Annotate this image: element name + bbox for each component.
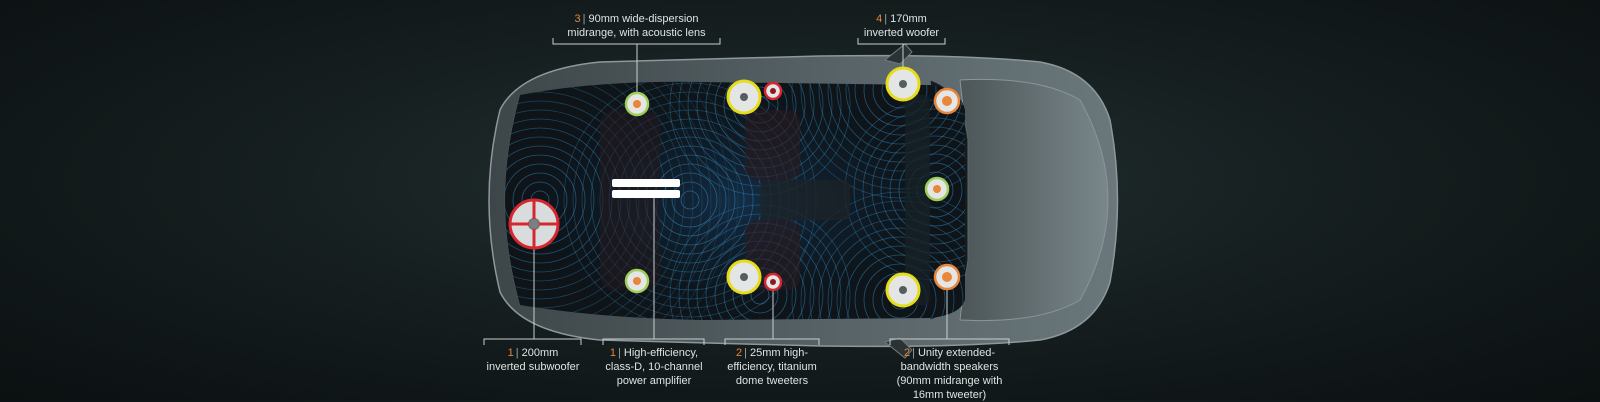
midrange-speaker	[924, 176, 950, 202]
sound-wave-ring	[505, 81, 694, 320]
callout-subwoofer: 1|200mm inverted subwoofer	[486, 347, 580, 373]
callout-extended: 2|Unity extended- bandwidth speakers (90…	[896, 347, 1003, 401]
sound-wave-ring	[505, 145, 595, 255]
callout-line: High-efficiency,	[623, 347, 699, 359]
callout-line: 200mm	[521, 347, 559, 359]
sound-wave-ring	[818, 218, 965, 320]
hood	[959, 78, 1109, 322]
callout-line: bandwidth speakers	[900, 361, 999, 373]
sound-wave-ring	[898, 153, 965, 227]
sound-wave-ring	[505, 81, 739, 320]
sound-wave-ring	[853, 108, 965, 272]
sound-wave-ring	[791, 81, 965, 199]
sound-wave-ring	[505, 81, 712, 320]
center-console	[760, 180, 850, 220]
sound-wave-ring	[872, 81, 928, 118]
sound-wave-ring	[836, 236, 964, 320]
sound-wave-ring	[862, 117, 965, 263]
sound-wave-ring	[671, 181, 709, 219]
sound-wave-ring	[505, 81, 676, 320]
sound-wave-ring	[863, 81, 937, 127]
callout-number: 4	[876, 13, 883, 25]
extended-speaker	[933, 263, 961, 291]
sound-wave-ring	[505, 81, 685, 320]
callout-line: 25mm high-	[749, 347, 809, 359]
sound-wave-ring	[845, 245, 955, 320]
callout-line: 170mm	[890, 13, 927, 25]
subwoofer-speaker	[508, 198, 560, 250]
tweeter-speaker	[763, 81, 783, 101]
sound-wave-ring	[880, 135, 965, 245]
sound-wave-ring	[791, 191, 965, 320]
sound-wave-ring	[505, 81, 667, 320]
woofer-speaker	[726, 79, 762, 115]
woofer-speaker	[885, 272, 921, 308]
sound-wave-ring	[505, 81, 721, 320]
callout-woofer: 4|170mm inverted woofer	[863, 13, 940, 39]
sound-wave-ring	[505, 81, 730, 320]
extended-speaker	[933, 87, 961, 115]
sound-wave-ring	[505, 81, 703, 320]
sound-wave-ring	[871, 126, 965, 254]
sound-wave-ring	[800, 81, 965, 190]
callout-number: 2	[903, 347, 911, 359]
callout-line: power amplifier	[616, 375, 692, 387]
sound-wave-ring	[854, 254, 946, 320]
callout-line: midrange, with acoustic lens	[567, 27, 706, 39]
callout-line: class-D, 10-channel	[605, 361, 703, 373]
callout-line: inverted subwoofer	[486, 361, 580, 373]
front-seat-left	[745, 110, 800, 180]
amplifier-icon	[612, 179, 680, 198]
callout-number: 3	[574, 13, 581, 25]
woofer-speaker	[885, 66, 921, 102]
callout-line: 16mm tweeter)	[912, 389, 987, 401]
callout-tweeters: 2|25mm high- efficiency, titanium dome t…	[727, 347, 817, 387]
sound-wave-ring	[827, 227, 965, 320]
callout-line: (90mm midrange with	[896, 375, 1003, 387]
callout-number: 2	[735, 347, 743, 359]
callout-line: efficiency, titanium	[727, 361, 817, 373]
sound-wave-ring	[680, 190, 700, 210]
callout-line: Unity extended-	[917, 347, 996, 359]
sound-wave-ring	[662, 172, 718, 228]
sound-wave-ring	[800, 200, 965, 320]
sound-wave-ring	[827, 81, 965, 163]
sound-wave-ring	[809, 81, 965, 181]
sound-wave-ring	[818, 81, 965, 172]
rear-seat	[600, 110, 660, 290]
callout-number: 1	[507, 347, 514, 359]
midrange-speaker	[624, 268, 650, 294]
left-mirror	[883, 43, 913, 65]
sound-wave-ring	[863, 263, 937, 320]
callout-number: 1	[609, 347, 617, 359]
tweeter-speaker	[763, 272, 783, 292]
sound-wave-ring	[889, 144, 965, 236]
callout-line: inverted woofer	[863, 27, 940, 39]
midrange-speaker	[624, 91, 650, 117]
callout-line: 90mm wide-dispersion	[588, 13, 699, 25]
woofer-speaker	[726, 259, 762, 295]
callout-line: dome tweeters	[735, 375, 809, 387]
callout-midrange: 3|90mm wide-dispersion midrange, with ac…	[567, 13, 706, 39]
dashboard	[905, 95, 930, 305]
callout-amplifier: 1|High-efficiency, class-D, 10-channel p…	[605, 347, 703, 387]
sound-wave-ring	[809, 209, 965, 320]
